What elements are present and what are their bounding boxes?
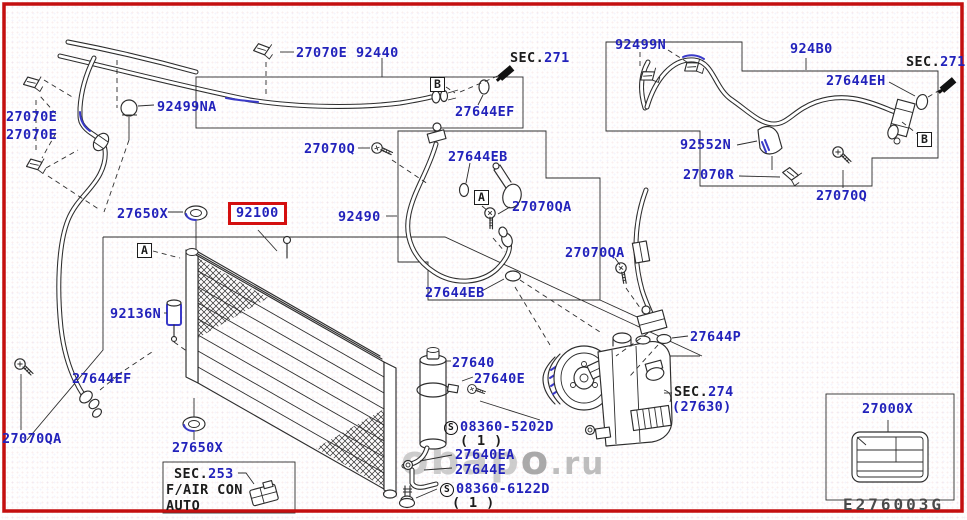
label-27644eb-1[interactable]: 27644EB <box>448 149 508 165</box>
oval-27644eb-2 <box>504 270 522 282</box>
label-27070e-3[interactable]: 27070E <box>296 45 348 61</box>
label-qty-2: ( 1 ) <box>452 495 495 511</box>
label-27644eh[interactable]: 27644EH <box>826 73 886 89</box>
label-92100[interactable]: 92100 <box>228 202 287 226</box>
label-92552n[interactable]: 92552N <box>680 137 732 153</box>
bolt-08360-6122d <box>398 485 438 509</box>
label-fair-con: F/AIR CON <box>166 482 243 498</box>
compressor-top-ports <box>612 332 651 347</box>
label-92440[interactable]: 92440 <box>356 45 399 61</box>
label-27070qa-1[interactable]: 27070QA <box>512 199 572 215</box>
label-92499na[interactable]: 92499NA <box>157 99 217 115</box>
label-27070r[interactable]: 27070R <box>683 167 735 183</box>
cap-27644eh <box>915 93 929 111</box>
label-callout-b-1: B <box>430 77 446 92</box>
label-callout-a-2: A <box>137 243 153 258</box>
label-drawing-code: E276003G <box>843 495 945 514</box>
sensor-92136n <box>164 299 189 353</box>
label-27070q-left[interactable]: 27070Q <box>304 141 356 157</box>
label-27650x-bottom[interactable]: 27650X <box>172 440 224 456</box>
sec271-connector-arrow-right <box>937 77 957 94</box>
label-92490[interactable]: 92490 <box>338 209 381 225</box>
suction-hose-lower <box>609 187 689 377</box>
page-border <box>2 2 964 513</box>
label-27640e[interactable]: 27640E <box>474 371 526 387</box>
label-27000x[interactable]: 27000X <box>862 401 914 417</box>
watermark: obapo.ru <box>401 438 606 484</box>
label-sec271-right[interactable]: SEC.271 <box>906 54 966 70</box>
label-27070qa-3[interactable]: 27070QA <box>565 245 625 261</box>
label-27630[interactable]: (27630) <box>672 399 732 415</box>
label-auto: AUTO <box>166 498 201 514</box>
label-27644ef-1[interactable]: 27644EF <box>455 104 515 120</box>
label-27070e-2[interactable]: 27070E <box>6 127 58 143</box>
pipe-92440-box <box>195 58 524 129</box>
sec271-connector-arrow <box>495 65 515 82</box>
pipe-clips-left <box>21 40 294 213</box>
bracket-92552n <box>757 125 783 155</box>
label-92136n[interactable]: 92136N <box>110 306 162 322</box>
label-92499n[interactable]: 92499N <box>615 37 667 53</box>
label-27650x-top[interactable]: 27650X <box>117 206 169 222</box>
label-sec271-top[interactable]: SEC.271 <box>510 50 570 66</box>
compressor-27630 <box>542 332 673 447</box>
label-27640ea[interactable]: 27640EA <box>455 447 515 463</box>
label-qty-1: ( 1 ) <box>460 433 503 449</box>
label-sec253[interactable]: SEC.253 <box>174 466 234 482</box>
label-27644ef-2[interactable]: 27644EF <box>72 371 132 387</box>
label-27070qa-2[interactable]: 27070QA <box>2 431 62 447</box>
label-plate-27000x <box>825 393 955 501</box>
suction-fitting <box>636 309 668 335</box>
label-27644eb-2[interactable]: 27644EB <box>425 285 485 301</box>
cap-27644ef <box>478 79 490 95</box>
label-sec274[interactable]: SEC.274 <box>674 384 734 400</box>
label-27644p[interactable]: 27644P <box>690 329 742 345</box>
label-27070q-right[interactable]: 27070Q <box>816 188 868 204</box>
grommet-92499na <box>120 99 138 117</box>
label-callout-a-1: A <box>474 190 490 205</box>
hose-end-fitting <box>498 226 513 248</box>
liquid-pipe-assembly <box>56 39 434 418</box>
connector-icon <box>249 479 279 507</box>
hose-92490-region <box>358 122 601 346</box>
label-27644e[interactable]: 27644E <box>455 462 507 478</box>
label-924b0[interactable]: 924B0 <box>790 41 833 57</box>
label-27640[interactable]: 27640 <box>452 355 495 371</box>
receiver-drier-27640 <box>398 347 541 509</box>
valve-27644eb <box>492 162 522 209</box>
label-callout-b-2: B <box>917 132 933 147</box>
condenser-92100 <box>14 205 398 499</box>
sec253-box <box>162 461 296 514</box>
oval-27644p <box>656 333 672 345</box>
label-27070e-1[interactable]: 27070E <box>6 109 58 125</box>
suction-hose-924b0-region <box>605 41 957 188</box>
